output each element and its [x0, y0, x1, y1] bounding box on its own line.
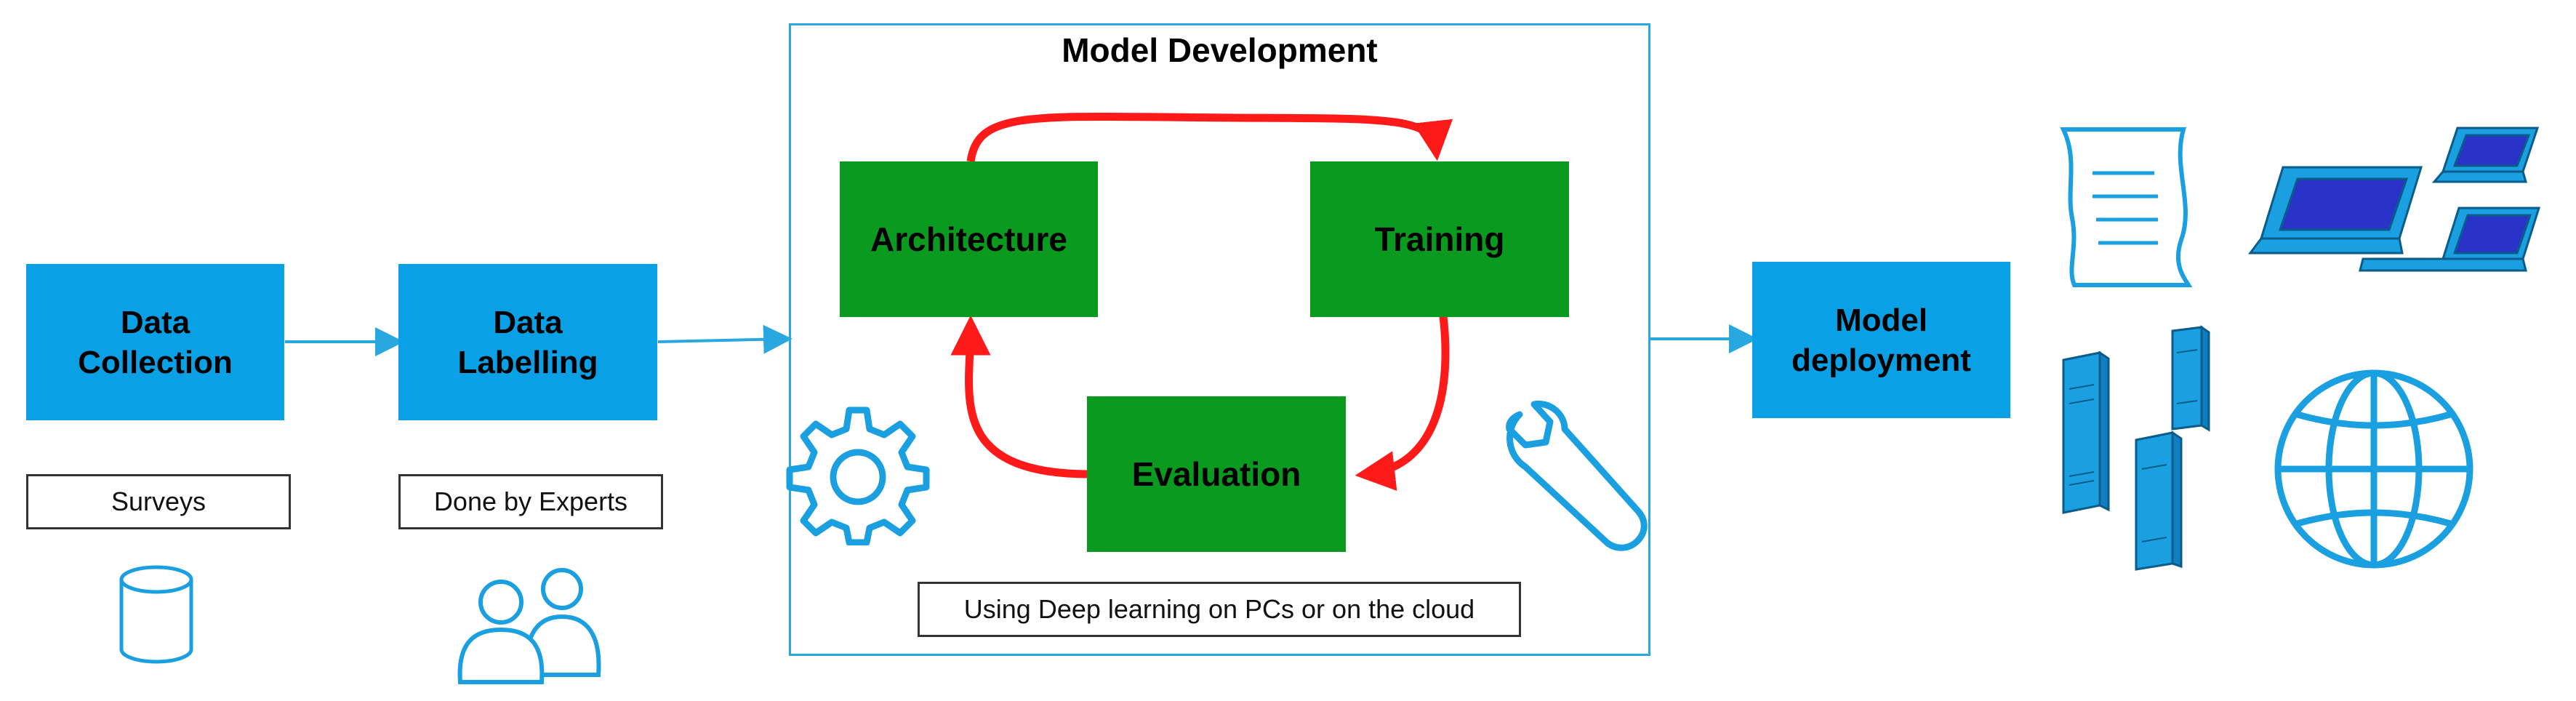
architecture-box: Architecture: [840, 161, 1098, 317]
surveys-note: Surveys: [26, 474, 291, 529]
model-deployment-box: Model deployment: [1752, 262, 2010, 418]
data-labelling-label: Data Labelling: [457, 304, 598, 380]
training-label: Training: [1374, 220, 1505, 258]
laptop-icon: [2248, 127, 2541, 272]
done-by-experts-note: Done by Experts: [398, 474, 663, 529]
gear-icon: [786, 406, 930, 545]
users-icon: [457, 568, 601, 684]
deep-learning-note: Using Deep learning on PCs or on the clo…: [918, 582, 1521, 637]
architecture-label: Architecture: [870, 220, 1067, 258]
surveys-note-text: Surveys: [111, 486, 206, 516]
data-labelling-box: Data Labelling: [398, 264, 657, 420]
training-box: Training: [1310, 161, 1569, 317]
globe-icon: [2274, 369, 2473, 569]
deep-learning-note-text: Using Deep learning on PCs or on the clo…: [963, 594, 1475, 624]
done-by-experts-note-text: Done by Experts: [433, 486, 628, 516]
model-deployment-label: Model deployment: [1791, 302, 1971, 378]
arrow-training-to-evaluation: [1355, 316, 1450, 491]
arrow-architecture-to-training: [966, 112, 1453, 162]
wrench-icon: [1506, 400, 1648, 551]
arrow-labelling-to-development: [657, 324, 793, 354]
evaluation-box: Evaluation: [1087, 396, 1346, 552]
model-development-title: Model Development: [1062, 31, 1378, 69]
server-icon: [2062, 325, 2210, 571]
data-collection-box: Data Collection: [26, 264, 284, 420]
database-icon: [119, 565, 193, 664]
document-icon: [2060, 127, 2193, 287]
evaluation-label: Evaluation: [1131, 455, 1301, 493]
data-collection-label: Data Collection: [78, 304, 233, 380]
model-development-frame: [789, 23, 1650, 656]
arrow-evaluation-to-architecture: [950, 315, 1088, 478]
